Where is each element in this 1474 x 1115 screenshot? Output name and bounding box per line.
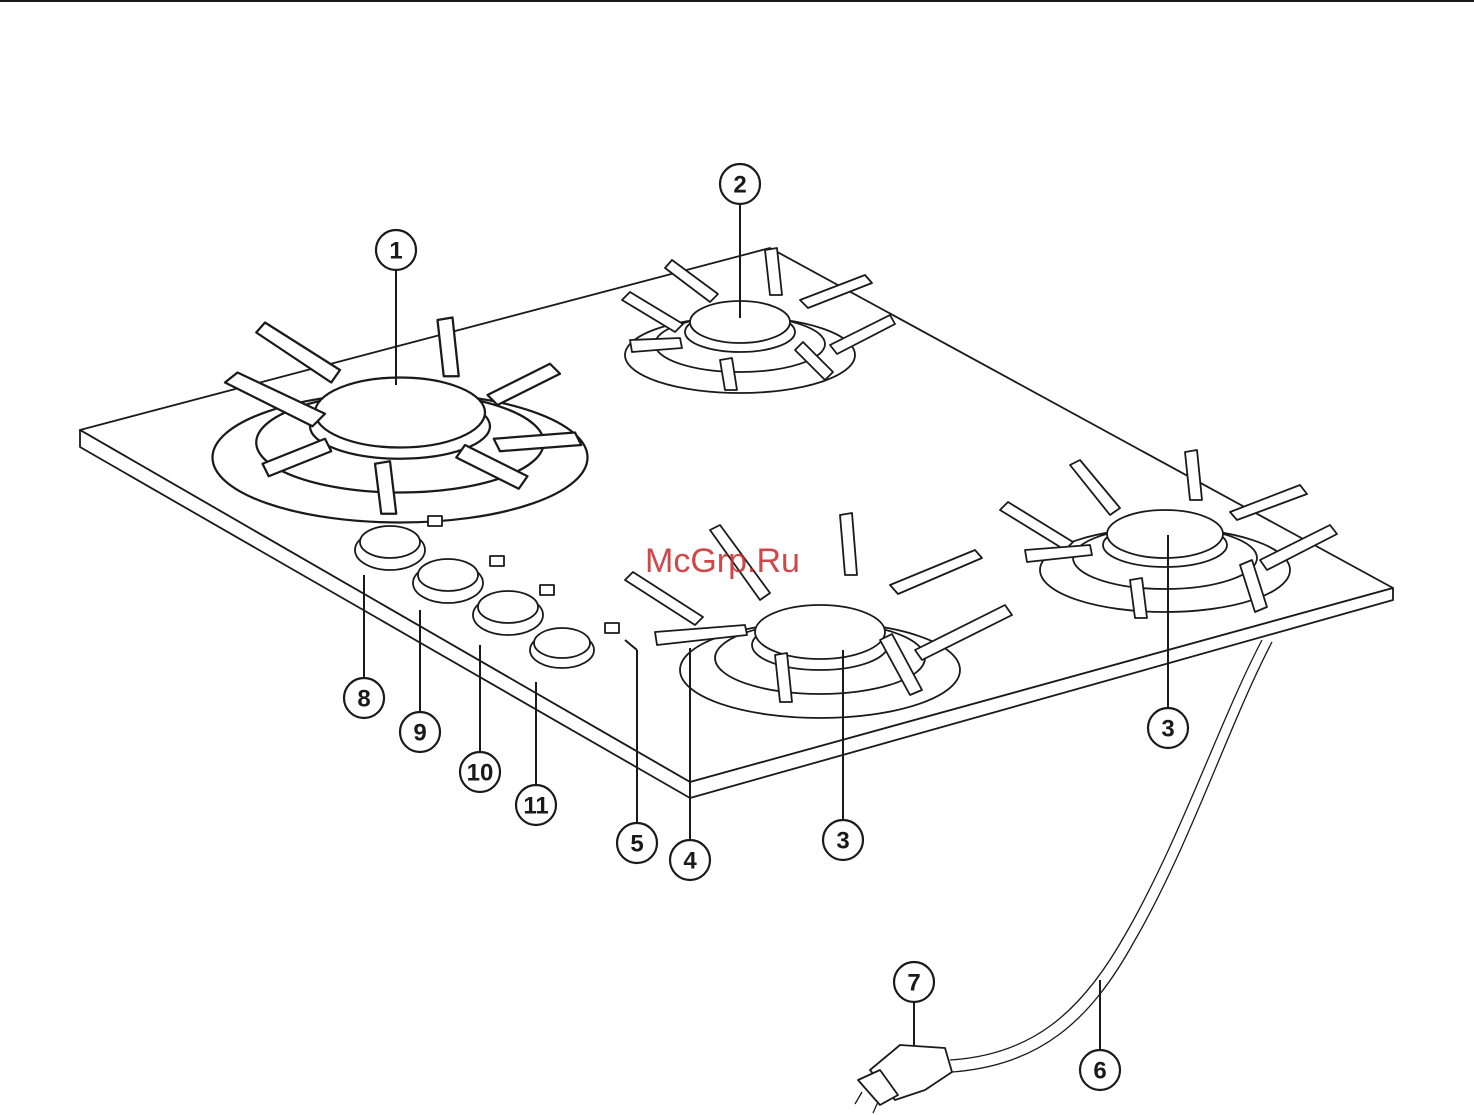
- callout-3-right-label: 3: [1161, 716, 1174, 743]
- callout-3-front-label: 3: [836, 828, 849, 855]
- callout-7-label: 7: [907, 970, 920, 997]
- plug: [855, 1045, 952, 1113]
- callout-1: 1: [376, 230, 416, 270]
- callout-4: 4: [670, 840, 710, 880]
- callout-3-right: 3: [1148, 708, 1188, 748]
- callout-6-label: 6: [1093, 1058, 1106, 1085]
- callout-5: 5: [617, 823, 657, 863]
- callout-8-label: 8: [357, 686, 370, 713]
- callout-5-label: 5: [630, 831, 643, 858]
- callout-2-label: 2: [733, 172, 746, 199]
- callout-1-label: 1: [389, 238, 402, 265]
- callout-7: 7: [894, 962, 934, 1002]
- callout-10: 10: [460, 752, 500, 792]
- callout-9: 9: [400, 712, 440, 752]
- callout-3-front: 3: [823, 820, 863, 860]
- callout-6: 6: [1080, 1050, 1120, 1090]
- watermark-text: McGrp.Ru: [645, 542, 800, 580]
- callout-11-label: 11: [523, 793, 548, 820]
- callout-4-label: 4: [683, 848, 697, 875]
- callout-10-label: 10: [467, 760, 494, 787]
- callout-9-label: 9: [413, 720, 426, 747]
- callout-11: 11: [516, 785, 556, 825]
- callout-8: 8: [344, 678, 384, 718]
- callout-2: 2: [720, 164, 760, 204]
